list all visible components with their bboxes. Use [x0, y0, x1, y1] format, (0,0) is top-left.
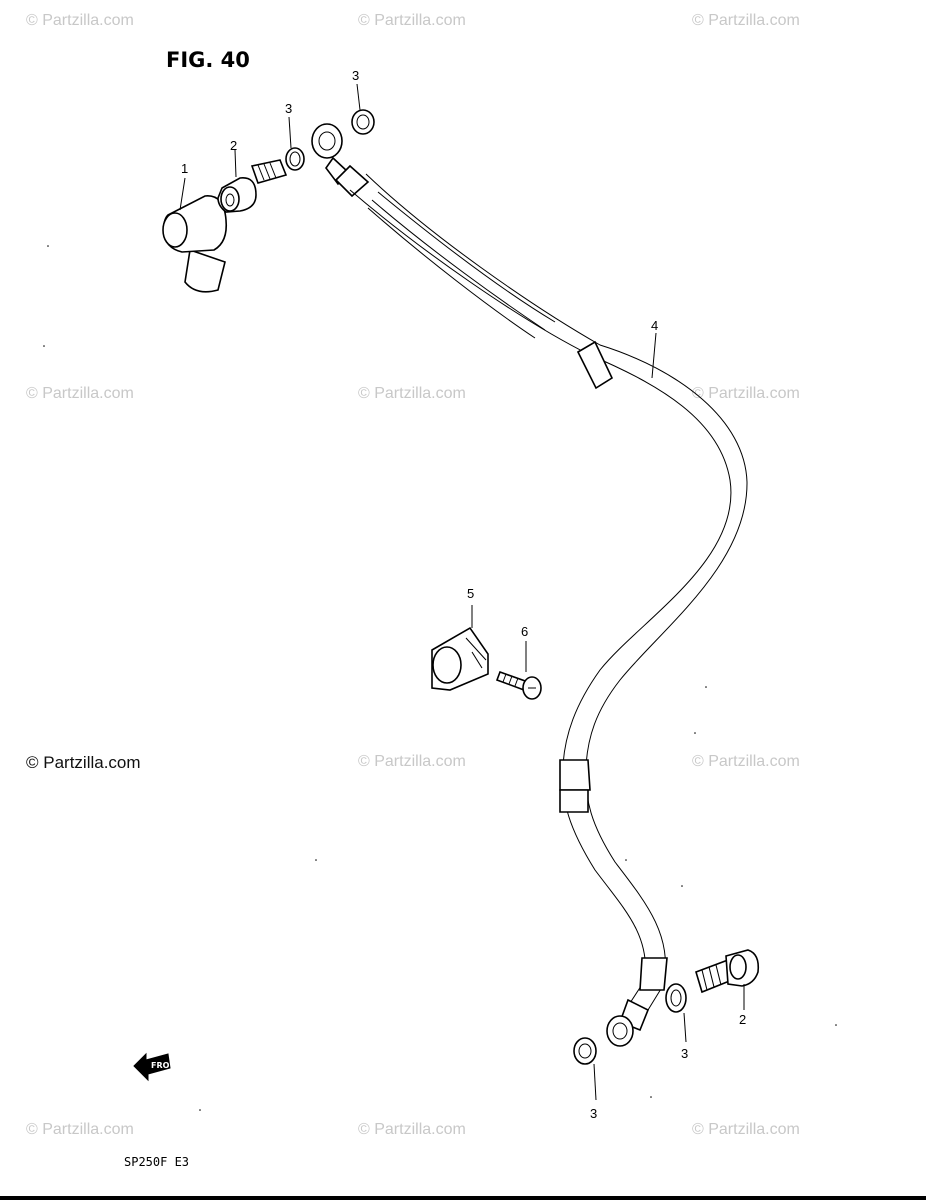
watermark: © Partzilla.com [26, 12, 134, 29]
scan-specks [43, 245, 837, 1111]
callout-2: 2 [230, 138, 237, 153]
front-arrow-icon: FRO [133, 1052, 171, 1082]
part-3-washer-a [285, 116, 305, 171]
figure-title: FIG. 40 [166, 48, 250, 72]
watermark-main: © Partzilla.com [26, 753, 141, 772]
callout-3a: 3 [285, 101, 292, 116]
watermark: © Partzilla.com [358, 1121, 466, 1138]
watermark: © Partzilla.com [692, 385, 800, 402]
watermark: © Partzilla.com [692, 1121, 800, 1138]
callout-3c: 3 [681, 1046, 688, 1061]
part-1-cap [162, 177, 228, 293]
part-3-washer-c [665, 983, 687, 1043]
callout-5: 5 [467, 586, 474, 601]
callout-4: 4 [651, 318, 658, 333]
watermark: © Partzilla.com [26, 1121, 134, 1138]
part-2-bolt-top [217, 149, 288, 213]
callout-2b: 2 [739, 1012, 746, 1027]
part-5-clamp [431, 605, 489, 691]
bottom-rule [0, 1196, 926, 1200]
watermark: © Partzilla.com [358, 385, 466, 402]
figure-code: SP250F E3 [124, 1155, 189, 1169]
callout-3b: 3 [352, 68, 359, 83]
part-3-washer-d [573, 1037, 597, 1101]
watermark: © Partzilla.com [692, 753, 800, 770]
watermark: © Partzilla.com [358, 753, 466, 770]
part-4-brake-hose [311, 123, 748, 1047]
part-2-bolt-bottom [695, 949, 760, 1010]
callout-6: 6 [521, 624, 528, 639]
front-arrow-label: FRO [151, 1061, 170, 1070]
callout-1: 1 [181, 161, 188, 176]
watermark: © Partzilla.com [692, 12, 800, 29]
part-6-screw [495, 641, 542, 700]
watermark: © Partzilla.com [358, 12, 466, 29]
part-3-washer-b [351, 83, 375, 135]
callout-3d: 3 [590, 1106, 597, 1121]
watermark: © Partzilla.com [26, 385, 134, 402]
